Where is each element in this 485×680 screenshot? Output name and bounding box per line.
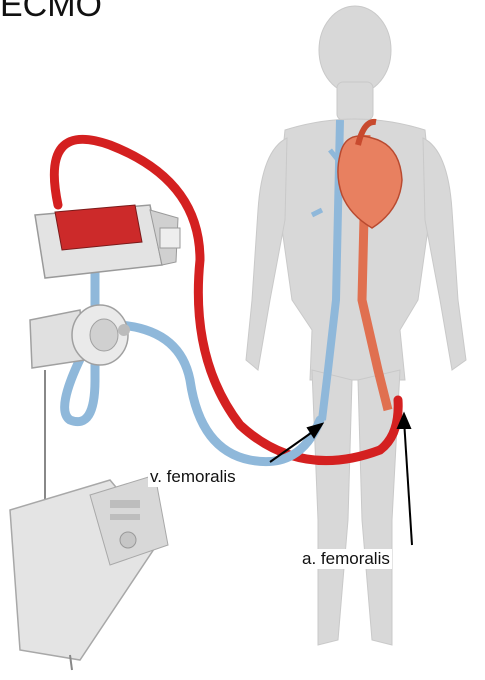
ecmo-console-icon bbox=[10, 475, 168, 670]
vein-label: v. femoralis bbox=[148, 467, 238, 487]
page-title: ECMO bbox=[0, 0, 102, 25]
artery-label: a. femoralis bbox=[300, 549, 392, 569]
oxygenator-icon bbox=[35, 205, 180, 278]
centrifugal-pump-icon bbox=[30, 305, 130, 368]
